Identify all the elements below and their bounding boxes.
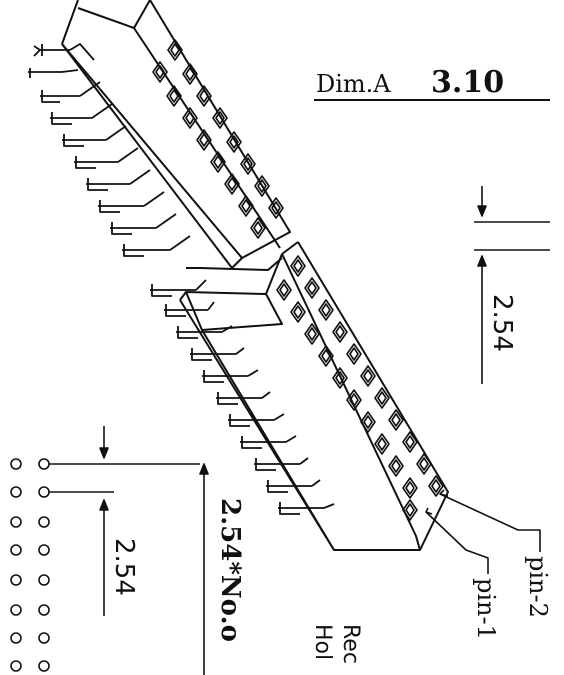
note-line-1: Rec xyxy=(338,624,363,664)
pcb-hole-pattern xyxy=(10,426,209,675)
upper-hole-grid xyxy=(152,39,284,239)
pin xyxy=(28,68,62,78)
dim-a-label: Dim.A xyxy=(316,70,391,98)
pin xyxy=(176,326,222,339)
pin xyxy=(33,44,70,57)
pitch-label-left: 2.54 xyxy=(109,538,139,596)
length-label: 2.54*No.o xyxy=(215,498,245,642)
pin xyxy=(98,200,144,213)
note-line-2: Hol xyxy=(310,624,335,660)
pin xyxy=(240,436,286,449)
pin xyxy=(40,90,80,103)
pin xyxy=(266,480,312,493)
lower-hole-grid xyxy=(276,255,444,521)
pin xyxy=(86,178,130,191)
pin-1-label: pin-1 xyxy=(472,578,500,640)
pin xyxy=(254,458,300,471)
dim-a-value: 3.10 xyxy=(431,65,504,100)
pin xyxy=(164,304,208,317)
pin-1-leader xyxy=(425,507,489,574)
pin xyxy=(228,414,274,427)
pin xyxy=(62,134,106,147)
pin xyxy=(74,156,118,169)
lower-pin-row xyxy=(150,279,335,515)
upper-pin-row xyxy=(28,43,191,257)
pin xyxy=(50,112,92,125)
pitch-label-top: 2.54 xyxy=(487,294,517,352)
pitch-dimension-top xyxy=(474,186,550,384)
pin xyxy=(110,222,156,235)
pin-2-leader xyxy=(439,489,541,552)
pin xyxy=(278,502,324,515)
pin xyxy=(122,244,170,257)
pin-2-label: pin-2 xyxy=(524,556,552,618)
pin xyxy=(190,348,236,361)
pin xyxy=(202,370,248,383)
pin xyxy=(150,284,196,297)
pin xyxy=(216,392,262,405)
